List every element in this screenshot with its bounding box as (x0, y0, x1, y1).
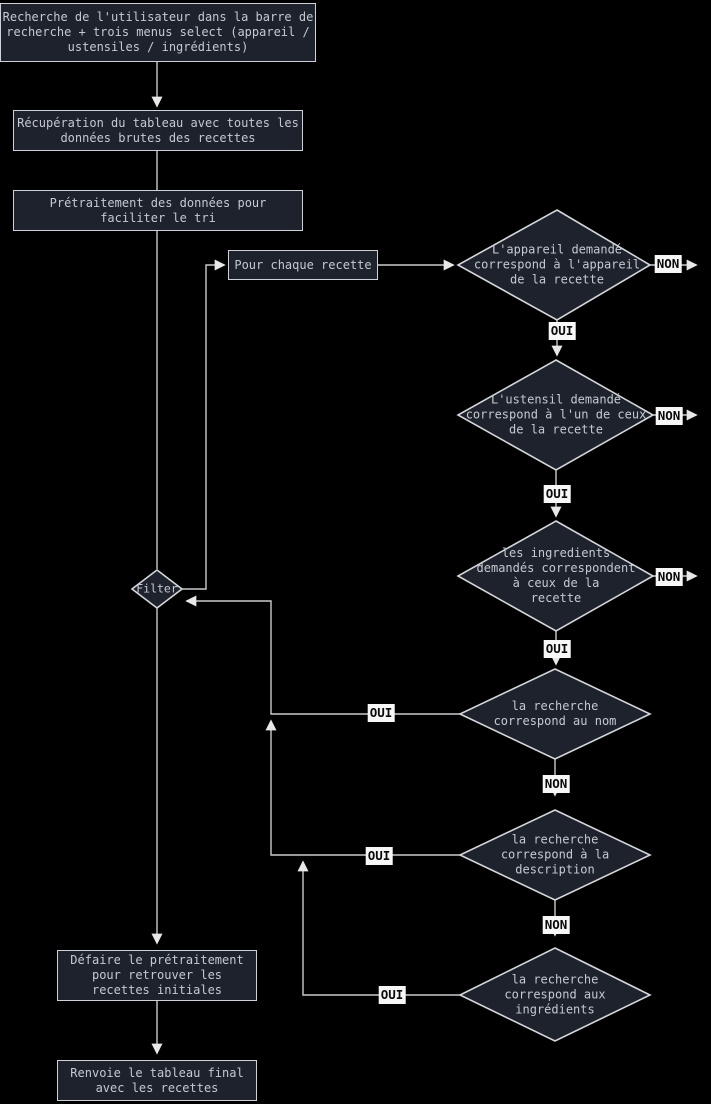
edge-label-oui-appliance: OUI (548, 322, 576, 340)
edge-label-oui-ingredients: OUI (543, 640, 571, 658)
node-undo-preprocess: Défaire le prétraitement pour retrouver … (57, 950, 257, 1001)
node-search-label: Recherche de l'utilisateur dans la barre… (2, 10, 314, 54)
diamond-filter-label: Filter (136, 581, 178, 596)
edge-label-oui-description: OUI (365, 847, 393, 865)
diamond-appliance-check-label: L'appareil demandé correspond à l'appare… (473, 242, 641, 287)
diamond-description-match-label: la recherche correspond à la description (500, 832, 610, 877)
diamond-name-match-label: la recherche correspond au nom (493, 699, 617, 728)
edge-label-non-name: NON (542, 775, 570, 793)
node-undo-preprocess-label: Défaire le prétraitement pour retrouver … (70, 953, 244, 997)
node-fetch-table: Récupération du tableau avec toutes les … (13, 110, 303, 151)
node-for-each-recipe-label: Pour chaque recette (234, 257, 372, 272)
edge-ingredients-match-oui-join (297, 860, 460, 996)
node-return-table-label: Renvoie le tableau final avec les recett… (70, 1065, 244, 1095)
edge-label-oui-ingredients-match: OUI (378, 986, 406, 1004)
edge-description-oui-join (265, 719, 460, 856)
diamond-ingredients-check-label: les ingredients demandés correspondent à… (476, 546, 636, 605)
node-preprocess-label: Prétraitement des données pour faciliter… (49, 195, 267, 225)
node-return-table: Renvoie le tableau final avec les recett… (57, 1060, 257, 1101)
node-preprocess: Prétraitement des données pour faciliter… (13, 190, 303, 231)
edge-label-oui-utensil: OUI (543, 485, 571, 503)
node-for-each-recipe: Pour chaque recette (228, 250, 378, 280)
edge-name-oui-to-filter (185, 595, 460, 715)
edge-label-non-appliance: NON (654, 255, 682, 273)
diamond-utensil-check-label: L'ustensil demandé correspond à l'un de … (465, 392, 647, 437)
edge-label-oui-name: OUI (367, 704, 395, 722)
edge-label-non-ingredients: NON (655, 568, 683, 586)
edge-label-non-utensil: NON (655, 407, 683, 425)
node-search: Recherche de l'utilisateur dans la barre… (0, 3, 316, 62)
node-fetch-table-label: Récupération du tableau avec toutes les … (17, 115, 299, 145)
edge-label-non-description: NON (542, 916, 570, 934)
edge-filter-to-foreach (182, 259, 226, 590)
diamond-ingredients-match-label: la recherche correspond aux ingrédients (504, 972, 606, 1017)
